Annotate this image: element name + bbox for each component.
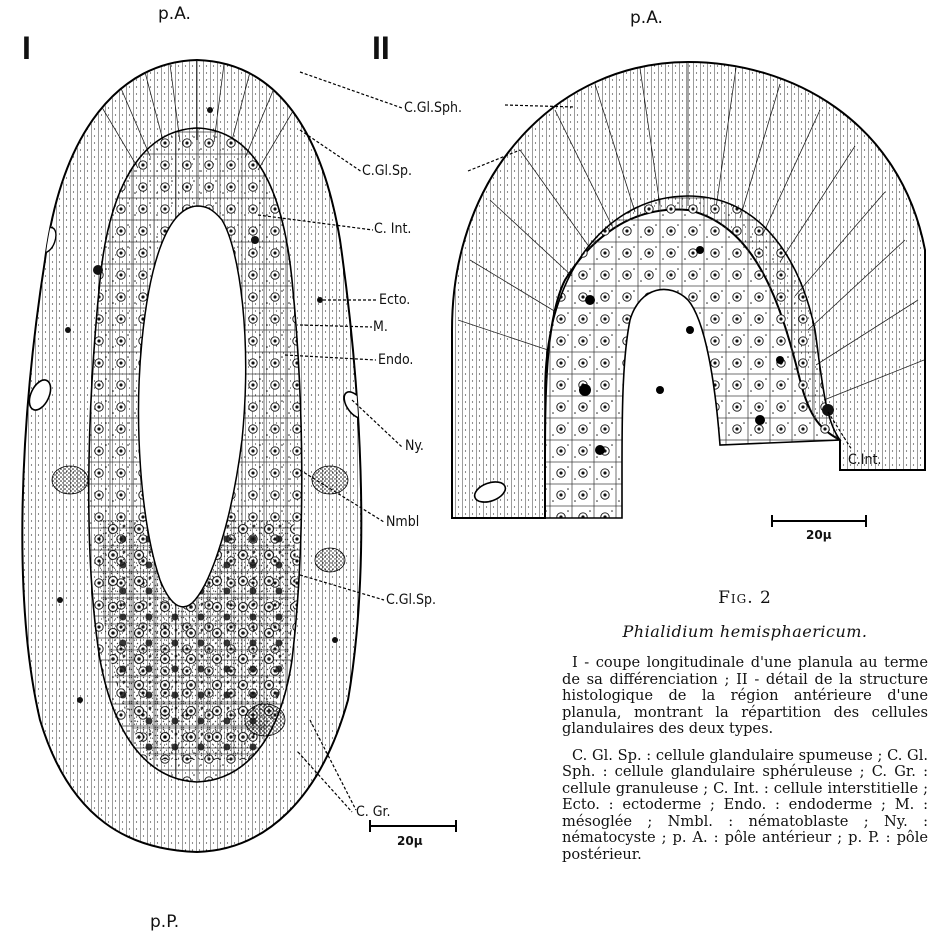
anterior-region-detail — [452, 62, 925, 518]
species-name: Phialidium hemisphaericum. — [562, 622, 928, 641]
scale-label-right: 20μ — [806, 528, 832, 542]
figure-label-i: I — [22, 30, 31, 67]
caption-legend: C. Gl. Sp. : cellule glandulaire spumeus… — [562, 748, 928, 864]
label-c-gr: C. Gr. — [356, 804, 390, 820]
label-nmbl: Nmbl — [386, 514, 419, 530]
planula-longitudinal-section — [22, 60, 370, 852]
label-ny: Ny. — [405, 438, 424, 454]
label-m: M. — [373, 319, 388, 335]
label-c-gl-sp-top: C.Gl.Sp. — [362, 163, 412, 179]
label-c-int-left: C. Int. — [374, 221, 411, 237]
label-c-int-right: C.Int. — [848, 452, 881, 468]
pole-anterior-right: p.A. — [630, 8, 663, 28]
figure-number: Fig. 2 — [562, 588, 928, 608]
caption-description: I - coupe longitudinale d'une planula au… — [562, 655, 928, 738]
label-c-gl-sp-bottom: C.Gl.Sp. — [386, 592, 436, 608]
figure-label-ii: II — [372, 30, 390, 67]
pole-anterior-left: p.A. — [158, 4, 191, 24]
label-endo: Endo. — [378, 352, 413, 368]
label-c-gl-sph: C.Gl.Sph. — [404, 100, 462, 116]
label-ecto: Ecto. — [379, 292, 410, 308]
scale-label-left: 20μ — [397, 834, 423, 848]
figure-caption: Fig. 2 Phialidium hemisphaericum. I - co… — [562, 588, 928, 863]
pole-posterior: p.P. — [150, 912, 179, 932]
